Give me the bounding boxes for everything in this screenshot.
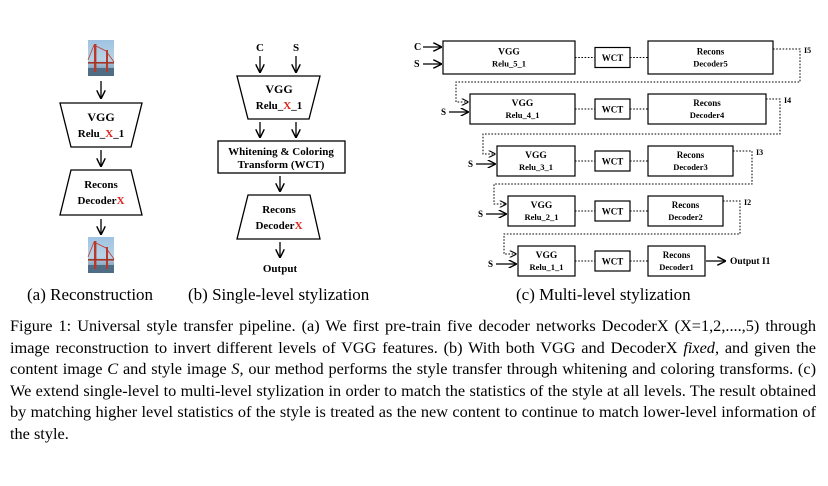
style-input-label: S xyxy=(488,259,493,269)
encoder-line1: VGG xyxy=(87,110,114,124)
decoder-line1: Recons xyxy=(84,179,118,191)
decoder-label: Decoder1 xyxy=(659,262,693,272)
style-input-label: S xyxy=(478,209,483,219)
decoder-box xyxy=(236,194,321,240)
wct-label: WCT xyxy=(602,207,624,217)
encoder-line2: Relu_X_1 xyxy=(256,100,302,112)
relu-label: Relu_3_1 xyxy=(519,162,553,172)
recons-label: Recons xyxy=(672,200,700,210)
feedback-loop xyxy=(455,48,801,102)
recons-label: Recons xyxy=(677,150,705,160)
decoder-label: Decoder2 xyxy=(668,212,702,222)
wct-label: WCT xyxy=(602,53,624,63)
style-input-label: S xyxy=(468,159,473,169)
wct-label: WCT xyxy=(602,105,624,115)
intermediate-output-label: I3 xyxy=(756,148,763,157)
relu-label: Relu_5_1 xyxy=(492,59,526,69)
vgg-encoder-box xyxy=(236,75,321,120)
relu-label: Relu_4_1 xyxy=(506,110,540,120)
panel-c: C S VGGRelu_5_1WCTReconsDecoder5I5VGGRel… xyxy=(414,40,811,277)
panel-b: C S VGG Relu_X_1 Whitening & Coloring Tr… xyxy=(217,42,346,275)
recons-label: Recons xyxy=(697,47,725,57)
vgg-label: VGG xyxy=(498,48,520,58)
wct-label: WCT xyxy=(602,157,624,167)
panel-a: VGG Relu_X_1 Recons DecoderX xyxy=(59,39,143,274)
caption-b: (b) Single-level stylization xyxy=(188,285,370,304)
decoder-box xyxy=(59,169,143,216)
intermediate-output-label: I5 xyxy=(804,46,811,55)
wct-line2: Transform (WCT) xyxy=(238,159,325,171)
levels: VGGRelu_5_1WCTReconsDecoder5I5VGGRelu_4_… xyxy=(441,40,811,277)
input-image xyxy=(87,39,115,77)
vgg-label: VGG xyxy=(525,151,547,161)
decoder-line1: Recons xyxy=(262,204,296,216)
vgg-box xyxy=(442,40,576,75)
figure: VGG Relu_X_1 Recons DecoderX C S VGG Rel… xyxy=(27,39,811,304)
intermediate-output-label: I2 xyxy=(744,198,751,207)
figure-caption: Figure 1: Universal style transfer pipel… xyxy=(10,316,817,443)
output-label: Output xyxy=(263,263,298,275)
decoder-box xyxy=(647,40,774,75)
decoder-box xyxy=(647,195,724,227)
vgg-box xyxy=(517,245,576,277)
feedback-loop xyxy=(482,98,781,154)
input-s-label: S xyxy=(293,42,299,54)
decoder-line2: DecoderX xyxy=(77,195,124,207)
feedback-loop xyxy=(503,200,741,254)
decoder-line2: DecoderX xyxy=(255,220,302,232)
decoder-box xyxy=(647,245,706,277)
reconstructed-image xyxy=(87,236,115,274)
decoder-box xyxy=(647,145,734,177)
decoder-label: Decoder3 xyxy=(673,162,707,172)
vgg-label: VGG xyxy=(531,201,553,211)
vgg-label: VGG xyxy=(536,251,558,261)
final-output-label: Output I1 xyxy=(730,257,771,267)
recons-label: Recons xyxy=(693,98,721,108)
input-c-label: C xyxy=(256,42,264,54)
encoder-line1: VGG xyxy=(265,82,292,96)
wct-label: WCT xyxy=(602,257,624,267)
relu-label: Relu_1_1 xyxy=(530,262,564,272)
input-s-label: S xyxy=(414,59,420,70)
encoder-line2: Relu_X_1 xyxy=(78,128,124,140)
caption-a: (a) Reconstruction xyxy=(27,285,154,304)
input-c-label: C xyxy=(414,42,421,53)
vgg-encoder-box xyxy=(59,102,143,148)
vgg-label: VGG xyxy=(512,99,534,109)
relu-label: Relu_2_1 xyxy=(525,212,559,222)
decoder-label: Decoder5 xyxy=(693,59,727,69)
decoder-box xyxy=(647,93,767,125)
wct-line1: Whitening & Coloring xyxy=(228,146,334,158)
style-input-label: S xyxy=(441,107,446,117)
recons-label: Recons xyxy=(663,250,691,260)
intermediate-output-label: I4 xyxy=(784,96,791,105)
wct-box xyxy=(217,140,346,174)
caption-c: (c) Multi-level stylization xyxy=(516,285,691,304)
decoder-label: Decoder4 xyxy=(690,110,725,120)
